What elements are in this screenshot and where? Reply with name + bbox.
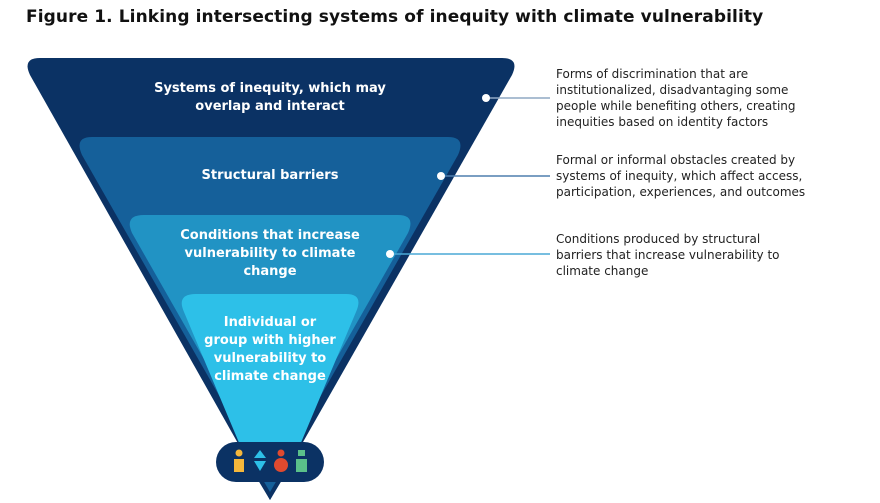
diamond-blue-icon xyxy=(254,450,266,471)
figure-title: Figure 1. Linking intersecting systems o… xyxy=(26,7,764,27)
connector-2 xyxy=(437,172,550,180)
connector-1 xyxy=(482,94,550,102)
person-green-icon xyxy=(296,450,307,472)
person-yellow-icon xyxy=(234,449,244,472)
person-red-icon xyxy=(274,449,288,472)
layer-label-barriers: Structural barriers xyxy=(201,168,339,183)
icon-pill xyxy=(216,442,324,500)
description-conditions: Conditions produced by structural barrie… xyxy=(556,232,780,278)
description-barriers: Formal or informal obstacles created by … xyxy=(556,153,806,199)
description-systems: Forms of discrimination that are institu… xyxy=(556,67,796,129)
layer-label-conditions: Conditions that increase vulnerability t… xyxy=(180,228,360,279)
layer-individual xyxy=(181,294,359,445)
connector-3 xyxy=(386,250,550,258)
layer-label-individual: Individual or group with higher vulnerab… xyxy=(204,315,336,384)
layer-label-systems: Systems of inequity, which may overlap a… xyxy=(154,81,386,114)
